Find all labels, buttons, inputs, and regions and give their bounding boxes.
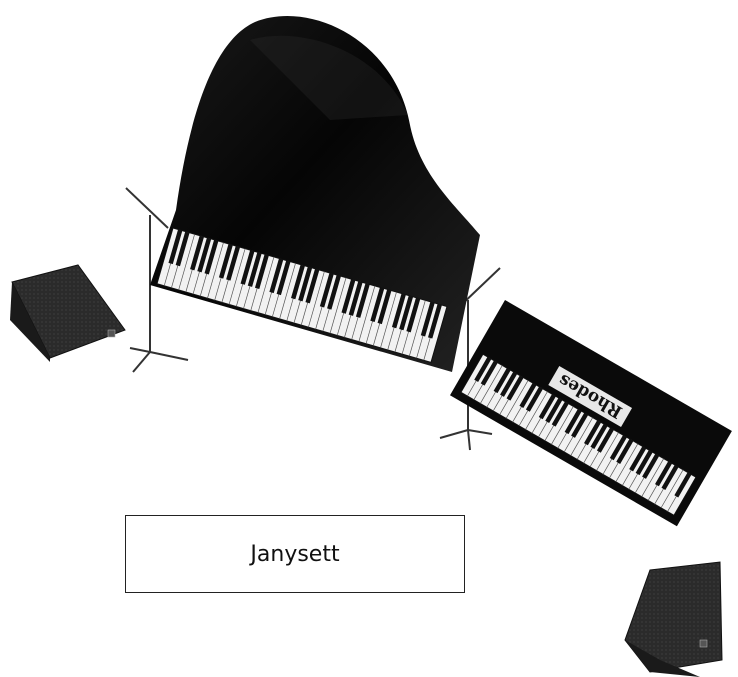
black-key — [399, 295, 414, 331]
black-key — [642, 453, 660, 479]
label-box: Janysett — [125, 515, 465, 593]
black-key — [291, 264, 305, 300]
black-key — [616, 438, 634, 464]
black-key — [391, 293, 406, 329]
key-divider — [329, 277, 347, 334]
black-key — [583, 420, 602, 446]
black-key — [370, 287, 385, 323]
black-key — [538, 394, 556, 420]
key-divider — [615, 443, 639, 482]
key-divider — [409, 300, 426, 357]
black-key — [377, 289, 392, 325]
black-key — [493, 368, 511, 394]
black-key — [427, 303, 442, 339]
black-key — [506, 375, 524, 401]
black-key — [204, 239, 219, 275]
key-divider — [641, 458, 664, 497]
key-divider — [207, 242, 224, 299]
key-divider — [279, 263, 296, 319]
black-key — [519, 382, 537, 409]
key-divider — [570, 417, 593, 456]
black-key — [629, 446, 647, 472]
black-key — [254, 254, 269, 289]
black-key — [480, 360, 498, 386]
black-key — [674, 472, 692, 498]
piano-keyboard — [156, 227, 448, 363]
black-key — [298, 266, 313, 302]
key-divider — [551, 406, 574, 445]
black-key — [348, 281, 363, 316]
black-key — [635, 450, 653, 476]
black-key — [406, 297, 421, 333]
key-divider — [358, 285, 376, 342]
black-key — [319, 272, 334, 308]
black-key — [240, 250, 255, 285]
black-key — [276, 260, 291, 296]
black-key — [590, 423, 608, 450]
black-key — [190, 235, 205, 271]
key-divider — [257, 256, 275, 313]
key-divider — [479, 365, 503, 404]
black-key — [175, 231, 190, 267]
label-text: Janysett — [250, 541, 340, 567]
black-key — [218, 243, 233, 279]
rhodes-keys — [460, 353, 697, 517]
key-divider — [178, 234, 195, 291]
black-key — [545, 397, 563, 423]
key-divider — [228, 248, 246, 305]
black-key — [474, 356, 492, 382]
black-key — [500, 371, 518, 397]
black-key — [197, 237, 212, 273]
key-divider — [596, 432, 619, 471]
key-divider — [660, 469, 684, 509]
black-key — [571, 412, 589, 438]
key-divider — [525, 391, 548, 430]
black-key — [551, 401, 569, 427]
grand-piano — [150, 16, 480, 373]
rhodes-keyboard: Rhodes — [450, 300, 732, 527]
key-divider — [308, 271, 325, 328]
mic-stand-left — [125, 187, 189, 373]
black-key — [226, 245, 241, 281]
speaker-badge-icon — [699, 639, 708, 648]
key-divider — [380, 291, 397, 348]
black-key — [269, 258, 284, 294]
black-key — [420, 301, 435, 337]
black-key — [327, 274, 341, 310]
black-key — [525, 386, 543, 412]
monitor-speaker-left — [10, 264, 126, 362]
black-key — [564, 409, 582, 435]
black-key — [355, 283, 370, 318]
black-key — [655, 461, 673, 487]
speaker-badge-icon — [107, 329, 116, 338]
black-key — [305, 268, 320, 304]
monitor-speaker-right — [624, 561, 723, 677]
black-key — [247, 252, 262, 287]
black-key — [661, 464, 679, 491]
key-divider — [505, 380, 529, 419]
black-key — [609, 435, 627, 461]
black-key — [341, 279, 356, 314]
black-key — [168, 229, 183, 265]
black-key — [596, 427, 614, 453]
